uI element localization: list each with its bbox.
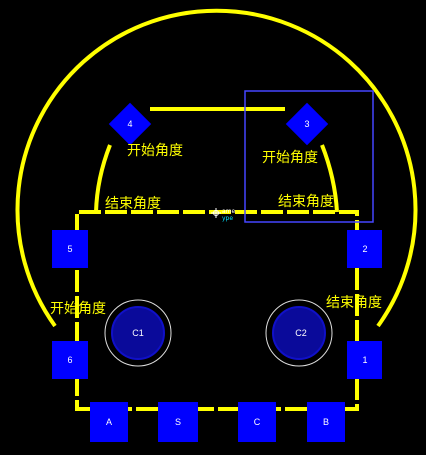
pad-6[interactable]: 6 [52,341,88,379]
pad-2[interactable]: 2 [347,230,382,268]
selection-box[interactable] [244,90,374,223]
start-angle-label-right-top: 开始角度 [262,150,318,166]
hole-c1[interactable]: C1 [104,299,172,367]
inner-arc-left [94,144,112,213]
start-angle-label-left-bottom: 开始角度 [50,301,106,317]
end-angle-label-left: 结束角度 [105,196,161,212]
pad-4-label: 4 [127,119,132,129]
pad-s-label: S [175,417,181,427]
pad-a[interactable]: A [90,402,128,442]
hole-c1-label: C1 [132,328,144,338]
hole-c2-label: C2 [295,328,307,338]
pad-3-label: 3 [304,119,309,129]
end-angle-label-right-bottom: 结束角度 [326,295,382,311]
pad-a-label: A [106,417,112,427]
pad-s[interactable]: S [158,402,198,442]
pad-4[interactable]: 4 [108,102,152,146]
outer-arc [15,8,418,328]
body-outline [75,210,359,411]
pad-b-label: B [323,417,329,427]
start-angle-label-left-top: 开始角度 [127,143,183,159]
pad-c[interactable]: C [238,402,276,442]
pad-2-label: 2 [362,244,367,254]
pad-1-label: 1 [362,355,367,365]
hole-c2[interactable]: C2 [265,299,333,367]
pad-6-label: 6 [67,355,72,365]
pad-b[interactable]: B [307,402,345,442]
pad-5-label: 5 [67,244,72,254]
origin-marker-line2: ype [222,215,233,222]
pad-3[interactable]: 3 [285,102,329,146]
pad-5[interactable]: 5 [52,230,88,268]
inner-arc-right [320,144,339,213]
pad-c-label: C [254,417,261,427]
pad-1[interactable]: 1 [347,341,382,379]
origin-marker[interactable]: ame ype [211,208,236,222]
end-angle-label-right: 结束角度 [278,194,334,210]
origin-marker-line1: ame [222,208,236,215]
